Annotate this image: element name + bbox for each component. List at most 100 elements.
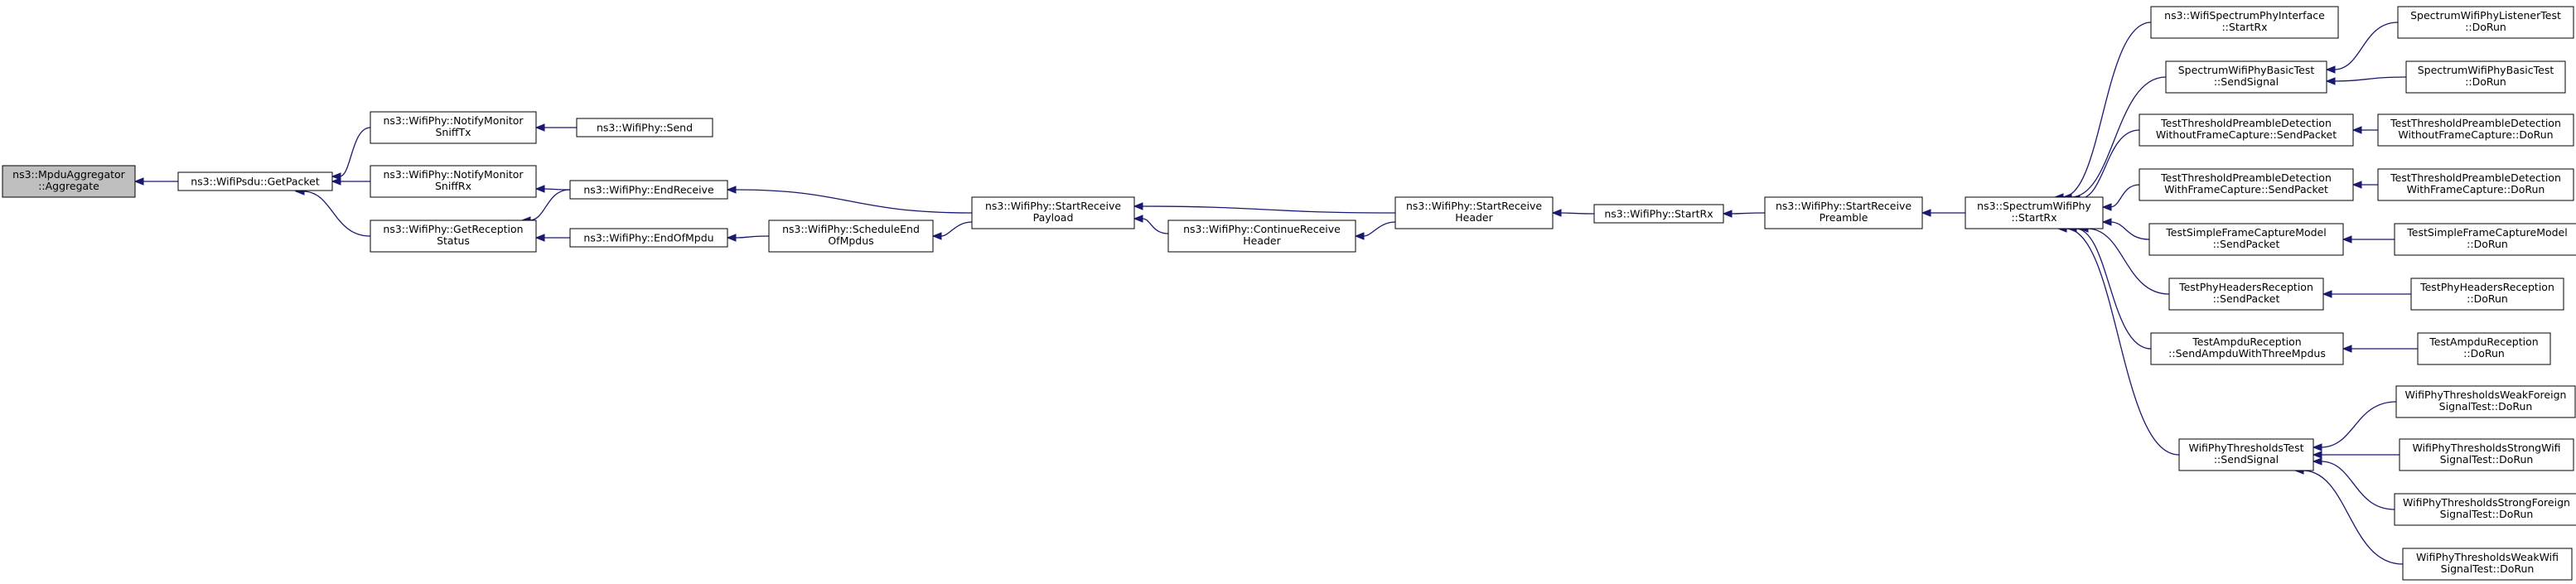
node-interface[interactable]: ns3::WifiSpectrumPhyInterface::StartRx bbox=[2150, 6, 2339, 39]
node-weakwifi[interactable]: WifiPhyThresholdsWeakWifiSignalTest::DoR… bbox=[2402, 548, 2573, 581]
node-box[interactable] bbox=[1394, 196, 1554, 229]
node-label-line: ns3::WifiPhy::StartRx bbox=[1604, 208, 1713, 220]
node-box[interactable] bbox=[2150, 6, 2339, 39]
node-strongwifi[interactable]: WifiPhyThresholdsStrongWifiSignalTest::D… bbox=[2399, 438, 2574, 471]
arrowhead-startpayload-to-endreceive bbox=[726, 186, 737, 194]
edge-startpreamble-to-startrx bbox=[1730, 212, 1766, 215]
arrowhead-withrun-to-withsend bbox=[2351, 181, 2362, 189]
node-box[interactable] bbox=[370, 220, 537, 253]
node-box[interactable] bbox=[2405, 60, 2566, 94]
node-endofmpdu[interactable]: ns3::WifiPhy::EndOfMpdu bbox=[569, 228, 728, 248]
node-box[interactable] bbox=[569, 228, 728, 248]
arrowhead-spectrumstartrx-to-startpreamble bbox=[1921, 209, 1931, 217]
node-listenerrun[interactable]: SpectrumWifiPhyListenerTest::DoRun bbox=[2397, 6, 2574, 39]
node-box[interactable] bbox=[768, 220, 934, 253]
node-headersrun[interactable]: TestPhyHeadersReception::DoRun bbox=[2410, 278, 2564, 311]
node-endreceive[interactable]: ns3::WifiPhy::EndReceive bbox=[569, 180, 728, 200]
node-box[interactable] bbox=[2139, 113, 2354, 147]
node-basicrun[interactable]: SpectrumWifiPhyBasicTest::DoRun bbox=[2405, 60, 2566, 94]
node-box[interactable] bbox=[1965, 196, 2104, 229]
node-spectrumstartrx[interactable]: ns3::SpectrumWifiPhy::StartRx bbox=[1965, 196, 2104, 229]
node-withrun[interactable]: TestThresholdPreambleDetectionWithFrameC… bbox=[2377, 168, 2574, 201]
node-aggregate[interactable]: ns3::MpduAggregator::Aggregate bbox=[2, 165, 136, 198]
node-ampdusend[interactable]: TestAmpduReception::SendAmpduWithThreeMp… bbox=[2150, 332, 2344, 365]
edge-weakwifi-to-thresholdssend bbox=[2302, 470, 2404, 565]
node-box[interactable] bbox=[370, 165, 537, 198]
node-label-line: Header bbox=[1243, 234, 1281, 247]
node-simplerun[interactable]: TestSimpleFrameCaptureModel::DoRun bbox=[2394, 223, 2576, 256]
node-label-line: SignalTest::DoRun bbox=[2439, 400, 2533, 413]
node-label-line: ns3::MpduAggregator bbox=[12, 168, 126, 181]
node-label-line: ::StartRx bbox=[2011, 211, 2056, 224]
node-label-line: ns3::WifiPhy::EndOfMpdu bbox=[583, 232, 713, 244]
node-box[interactable] bbox=[2417, 332, 2551, 365]
node-simplesend[interactable]: TestSimpleFrameCaptureModel::SendPacket bbox=[2148, 223, 2344, 256]
node-box[interactable] bbox=[2178, 438, 2314, 471]
node-woutsend[interactable]: TestThresholdPreambleDetectionWithoutFra… bbox=[2139, 113, 2354, 147]
node-weakforeign[interactable]: WifiPhyThresholdsWeakForeignSignalTest::… bbox=[2395, 385, 2576, 418]
node-ampdurun[interactable]: TestAmpduReception::DoRun bbox=[2417, 332, 2551, 365]
edge-listenerrun-to-basicsend bbox=[2333, 22, 2399, 70]
node-strongforeign[interactable]: WifiPhyThresholdsStrongForeignSignalTest… bbox=[2394, 493, 2576, 526]
node-box[interactable] bbox=[2150, 332, 2344, 365]
arrowhead-scheduleend-to-endofmpdu bbox=[726, 234, 737, 242]
node-box[interactable] bbox=[1764, 196, 1923, 229]
node-label-line: Header bbox=[1455, 211, 1493, 224]
node-box[interactable] bbox=[971, 196, 1135, 229]
node-send[interactable]: ns3::WifiPhy::Send bbox=[576, 118, 713, 138]
node-label-line: SniffTx bbox=[436, 126, 471, 138]
node-box[interactable] bbox=[2399, 438, 2574, 471]
node-label-line: ns3::WifiPhy::ContinueReceive bbox=[1183, 223, 1341, 235]
node-box[interactable] bbox=[2, 165, 136, 198]
node-box[interactable] bbox=[2395, 385, 2576, 418]
edge-startpayload-to-endreceive bbox=[734, 189, 973, 214]
edge-withsend-to-spectrumstartrx bbox=[2110, 184, 2140, 208]
node-withsend[interactable]: TestThresholdPreambleDetectionWithFrameC… bbox=[2139, 168, 2354, 201]
node-headerssend[interactable]: TestPhyHeadersReception::SendPacket bbox=[2168, 278, 2324, 311]
node-basicsend[interactable]: SpectrumWifiPhyBasicTest::SendSignal bbox=[2165, 60, 2327, 94]
node-label-line: SpectrumWifiPhyListenerTest bbox=[2410, 9, 2561, 22]
node-box[interactable] bbox=[2394, 493, 2576, 526]
node-box[interactable] bbox=[2139, 168, 2354, 201]
node-box[interactable] bbox=[2168, 278, 2324, 311]
node-label-line: TestPhyHeadersReception bbox=[2178, 281, 2313, 293]
node-box[interactable] bbox=[177, 171, 333, 191]
node-label-line: ns3::WifiPhy::StartReceive bbox=[985, 200, 1121, 212]
node-getpacket[interactable]: ns3::WifiPsdu::GetPacket bbox=[177, 171, 333, 191]
edge-ampdusend-to-spectrumstartrx bbox=[2075, 228, 2152, 350]
node-label-line: ns3::WifiPhy::Send bbox=[597, 122, 693, 134]
node-label-line: SniffRx bbox=[435, 180, 471, 192]
node-woutrun[interactable]: TestThresholdPreambleDetectionWithoutFra… bbox=[2377, 113, 2574, 147]
node-box[interactable] bbox=[370, 111, 537, 144]
node-box[interactable] bbox=[2394, 223, 2576, 256]
node-label-line: TestThresholdPreambleDetection bbox=[2390, 117, 2561, 129]
edges-layer bbox=[133, 22, 2419, 565]
node-box[interactable] bbox=[569, 180, 728, 200]
node-box[interactable] bbox=[2148, 223, 2344, 256]
edge-basicsend-to-spectrumstartrx bbox=[2070, 76, 2167, 198]
node-label-line: ::SendSignal bbox=[2214, 453, 2279, 466]
node-box[interactable] bbox=[1167, 220, 1356, 253]
node-box[interactable] bbox=[576, 118, 713, 138]
node-thresholdssend[interactable]: WifiPhyThresholdsTest::SendSignal bbox=[2178, 438, 2314, 471]
arrowhead-getpacket-to-aggregate bbox=[133, 177, 144, 186]
arrowhead-simplerun-to-simplesend bbox=[2342, 235, 2352, 244]
node-label-line: SpectrumWifiPhyBasicTest bbox=[2178, 64, 2315, 76]
node-box[interactable] bbox=[2410, 278, 2564, 311]
node-box[interactable] bbox=[1593, 204, 1724, 224]
node-box[interactable] bbox=[2377, 168, 2574, 201]
arrowhead-woutrun-to-woutsend bbox=[2351, 126, 2362, 134]
node-box[interactable] bbox=[2165, 60, 2327, 94]
node-box[interactable] bbox=[2377, 113, 2574, 147]
node-box[interactable] bbox=[2402, 548, 2573, 581]
node-box[interactable] bbox=[2397, 6, 2574, 39]
node-startrx[interactable]: ns3::WifiPhy::StartRx bbox=[1593, 204, 1724, 224]
